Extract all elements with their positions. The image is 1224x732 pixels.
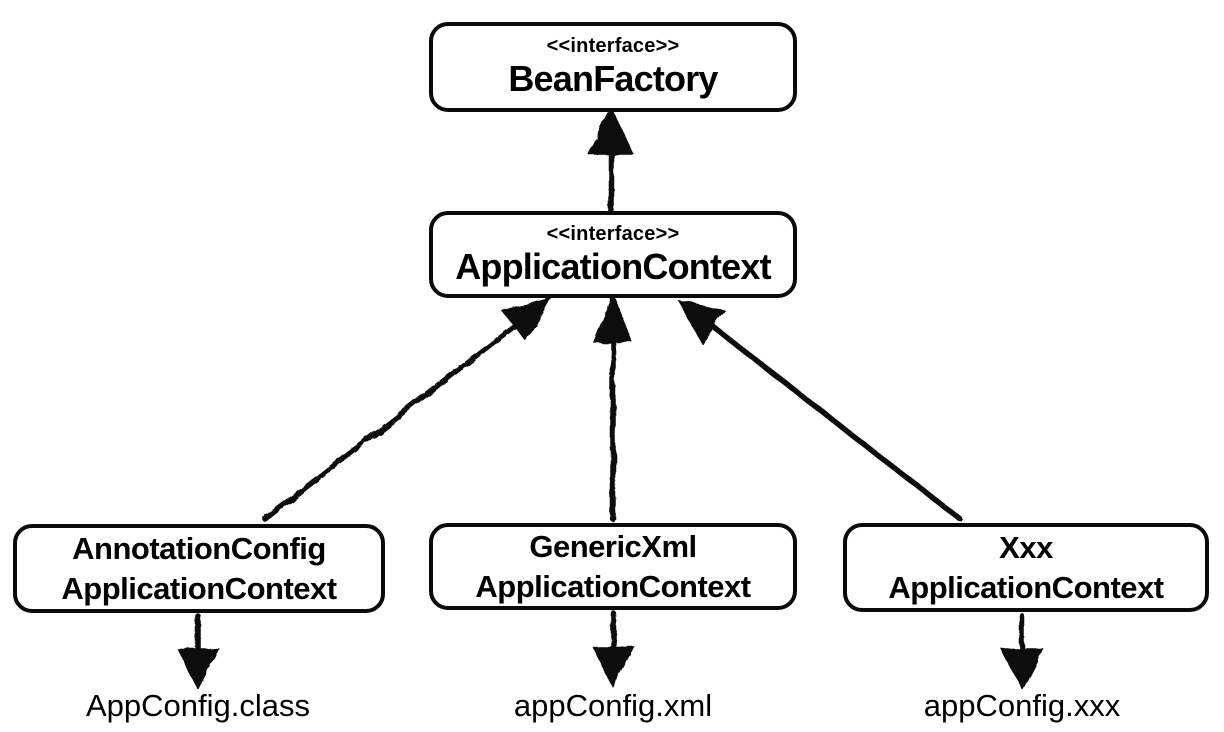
file-label-appconfig-class: AppConfig.class	[85, 688, 311, 723]
node-beanfactory: <<interface>> BeanFactory	[429, 22, 797, 112]
node-applicationcontext: <<interface>> ApplicationContext	[429, 211, 797, 298]
node-annotationconfig-applicationcontext: AnnotationConfig ApplicationContext	[13, 524, 385, 613]
beanfactory-stereotype: <<interface>>	[546, 35, 680, 57]
arrow-applicationcontext-to-beanfactory	[587, 106, 635, 214]
annotationconfig-name-line1: AnnotationConfig	[72, 530, 326, 566]
file-label-appconfig-xxx: appConfig.xxx	[923, 688, 1121, 723]
xxx-name-line1: Xxx	[999, 529, 1053, 565]
applicationcontext-stereotype: <<interface>>	[546, 222, 680, 245]
genericxml-name-line2: ApplicationContext	[475, 568, 751, 604]
beanfactory-name: BeanFactory	[508, 58, 718, 99]
file-label-appconfig-xml: appConfig.xml	[513, 688, 713, 723]
arrow-annotationconfig-to-applicationcontext	[262, 296, 552, 522]
genericxml-name-line1: GenericXml	[529, 528, 697, 564]
applicationcontext-name: ApplicationContext	[455, 245, 771, 287]
arrow-genericxml-to-applicationcontext	[592, 292, 634, 522]
arrow-xxx-to-applicationcontext	[676, 298, 963, 522]
arrow-genericxml-to-appconfig-xml	[591, 610, 635, 689]
xxx-name-line2: ApplicationContext	[888, 569, 1164, 605]
node-xxx-applicationcontext: Xxx ApplicationContext	[843, 523, 1209, 612]
arrow-annotationconfig-to-appconfig-class	[176, 613, 220, 691]
arrow-xxx-to-appconfig-xxx	[1000, 613, 1044, 691]
node-genericxml-applicationcontext: GenericXml ApplicationContext	[429, 523, 797, 610]
annotationconfig-name-line2: ApplicationContext	[61, 570, 337, 606]
